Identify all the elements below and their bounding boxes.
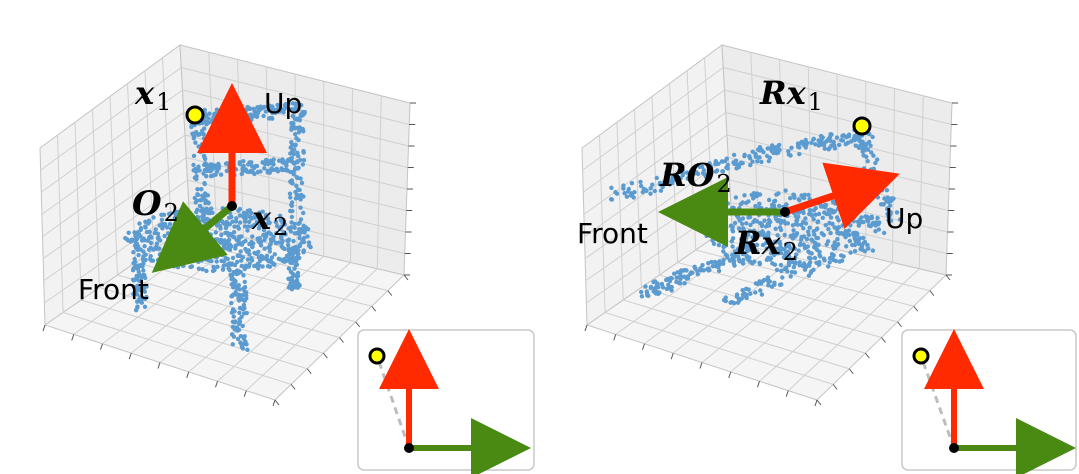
left-front-label: Front: [78, 273, 149, 306]
right-keypoint-icon: [852, 116, 872, 136]
left-inset-canonical-frame-icon: [357, 329, 535, 474]
right-front-label: Front: [577, 217, 648, 250]
left-origin-label: O2: [132, 184, 179, 227]
left-point2-label: x2: [251, 199, 288, 241]
right-up-label: Up: [885, 202, 923, 235]
right-inset-canonical-frame-icon: [901, 329, 1077, 474]
left-point1-label: x1: [134, 74, 171, 116]
right-origin-dot: [780, 207, 790, 217]
left-panel: x1 Up O2 x2 Front: [39, 44, 535, 474]
left-up-label: Up: [264, 87, 302, 120]
right-up-arrow: [783, 162, 900, 230]
right-point2-label: Rx2: [734, 224, 798, 266]
right-origin-label: RO2: [659, 156, 732, 198]
right-panel: Rx1 RO2 Front Up Rx2: [577, 44, 1077, 474]
right-point1-label: Rx1: [759, 74, 823, 116]
left-origin-dot: [227, 201, 237, 211]
left-front-arrow: [151, 201, 235, 273]
left-keypoint-icon: [185, 105, 205, 125]
